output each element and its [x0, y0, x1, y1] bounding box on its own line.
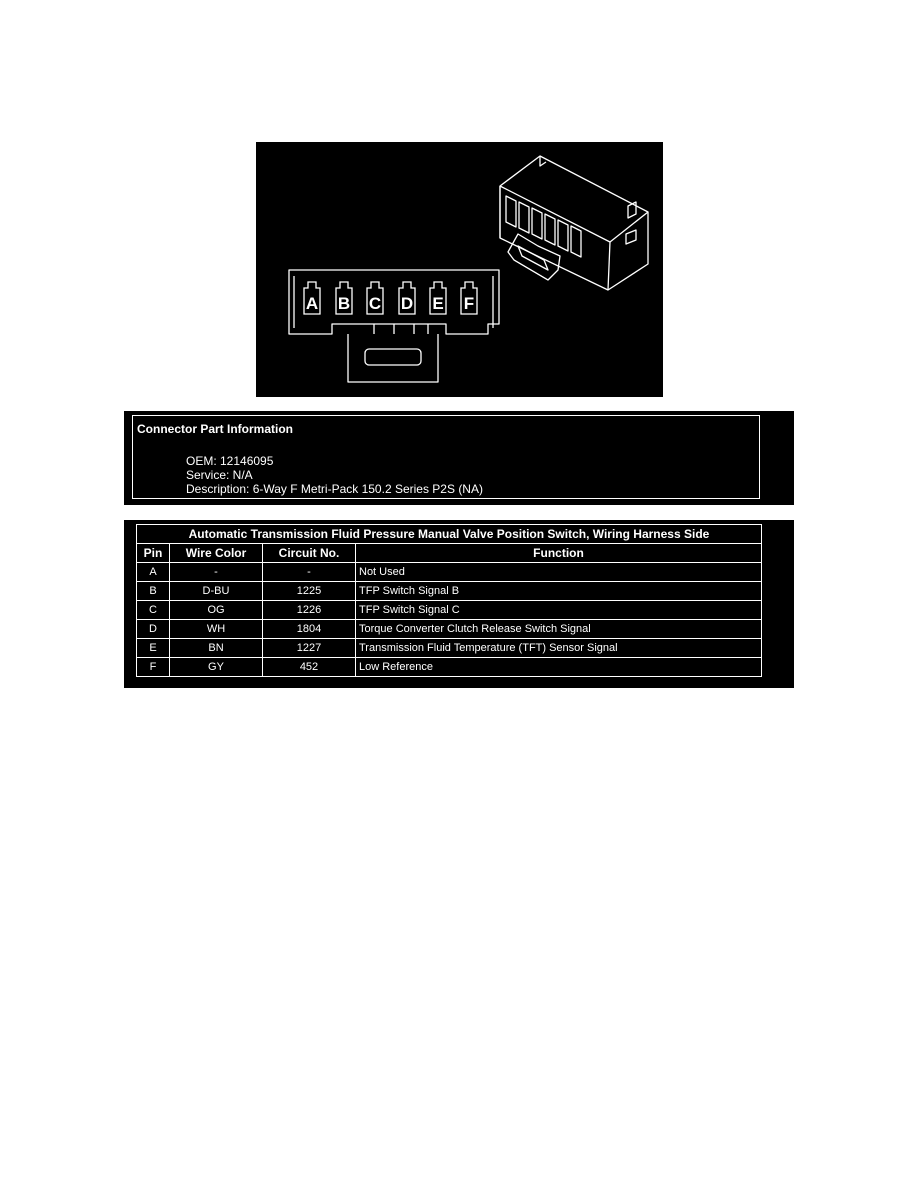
function-cell: Transmission Fluid Temperature (TFT) Sen… — [355, 638, 762, 658]
circuit-cell: 1225 — [262, 581, 356, 601]
connector-3d-latch — [507, 233, 561, 281]
pin-label-b: B — [338, 294, 350, 313]
connector-illustration: A B C D E F — [288, 155, 649, 383]
circuit-cell: 1804 — [262, 619, 356, 639]
header-function: Function — [355, 543, 762, 563]
header-circuit-no: Circuit No. — [262, 543, 356, 563]
wire-color-cell: D-BU — [169, 581, 263, 601]
oem-number: OEM: 12146095 — [186, 454, 274, 468]
connector-front-body — [288, 269, 500, 335]
function-cell: Torque Converter Clutch Release Switch S… — [355, 619, 762, 639]
pin-cell: E — [136, 638, 170, 658]
circuit-cell: 452 — [262, 657, 356, 677]
table-row: E BN 1227 Transmission Fluid Temperature… — [136, 638, 762, 658]
function-cell: Not Used — [355, 562, 762, 582]
table-row: D WH 1804 Torque Converter Clutch Releas… — [136, 619, 762, 639]
circuit-cell: 1226 — [262, 600, 356, 620]
pin-cell: C — [136, 600, 170, 620]
pin-cavity-e — [429, 281, 447, 315]
pin-label-e: E — [432, 294, 443, 313]
pin-cavity-f — [460, 281, 478, 315]
pin-cell: D — [136, 619, 170, 639]
circuit-cell: - — [262, 562, 356, 582]
wire-color-cell: WH — [169, 619, 263, 639]
connector-info-panel: Connector Part Information OEM: 12146095… — [124, 411, 794, 505]
pin-label-a: A — [306, 294, 318, 313]
function-cell: Low Reference — [355, 657, 762, 677]
pin-table-panel: Automatic Transmission Fluid Pressure Ma… — [124, 520, 794, 688]
pin-table: Automatic Transmission Fluid Pressure Ma… — [136, 524, 762, 677]
pin-cavity-d — [398, 281, 416, 315]
table-row: B D-BU 1225 TFP Switch Signal B — [136, 581, 762, 601]
circuit-cell: 1227 — [262, 638, 356, 658]
table-row: C OG 1226 TFP Switch Signal C — [136, 600, 762, 620]
wire-color-cell: GY — [169, 657, 263, 677]
pin-label-f: F — [464, 294, 474, 313]
table-row: F GY 452 Low Reference — [136, 657, 762, 677]
header-pin: Pin — [136, 543, 170, 563]
connector-diagram: A B C D E F — [256, 142, 663, 397]
pin-cell: B — [136, 581, 170, 601]
wire-color-cell: OG — [169, 600, 263, 620]
pin-cell: F — [136, 657, 170, 677]
pin-table-title: Automatic Transmission Fluid Pressure Ma… — [136, 524, 762, 544]
connector-info-box: Connector Part Information OEM: 12146095… — [132, 415, 760, 499]
service-number: Service: N/A — [186, 468, 253, 482]
connector-info-title: Connector Part Information — [137, 422, 294, 436]
function-cell: TFP Switch Signal C — [355, 600, 762, 620]
function-cell: TFP Switch Signal B — [355, 581, 762, 601]
wire-color-cell: - — [169, 562, 263, 582]
connector-description: Description: 6-Way F Metri-Pack 150.2 Se… — [186, 482, 483, 496]
pin-cell: A — [136, 562, 170, 582]
pin-cavity-c — [366, 281, 384, 315]
pin-label-d: D — [401, 294, 413, 313]
header-wire-color: Wire Color — [169, 543, 263, 563]
pin-cavity-b — [335, 281, 353, 315]
pin-label-c: C — [369, 294, 381, 313]
table-row: A - - Not Used — [136, 562, 762, 582]
wire-color-cell: BN — [169, 638, 263, 658]
pin-cavity-a — [303, 281, 321, 315]
connector-front-latch — [347, 334, 439, 383]
